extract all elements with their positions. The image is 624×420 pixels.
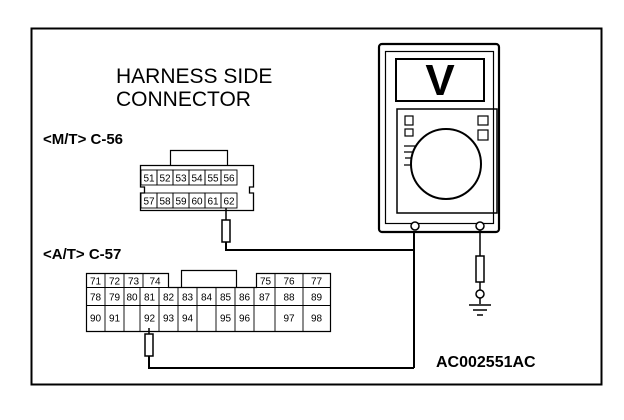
connector-at-label: <A/T> C-57 bbox=[43, 246, 121, 263]
meter-indicator bbox=[404, 128, 414, 137]
pin-cell bbox=[220, 169, 238, 186]
probe-at bbox=[144, 328, 414, 369]
pin-94: 94 bbox=[182, 314, 194, 325]
pin-74: 74 bbox=[149, 277, 161, 288]
multimeter: V bbox=[377, 42, 501, 234]
pin-53: 53 bbox=[175, 174, 187, 185]
meter-button bbox=[477, 129, 489, 141]
meter-terminal-v bbox=[475, 221, 485, 231]
connector-mt: 51 52 53 54 55 56 57 58 59 60 61 62 bbox=[139, 149, 255, 212]
diagram-frame bbox=[30, 27, 603, 386]
pin-72: 72 bbox=[109, 277, 121, 288]
pin-54: 54 bbox=[191, 174, 203, 185]
pin-52: 52 bbox=[159, 174, 171, 185]
pin-71: 71 bbox=[90, 277, 102, 288]
pin-90: 90 bbox=[90, 314, 102, 325]
pin-cell bbox=[220, 192, 238, 209]
pin-97: 97 bbox=[283, 314, 295, 325]
pin-91: 91 bbox=[109, 314, 121, 325]
pin-82: 82 bbox=[163, 293, 175, 304]
connector-mt-label: <M/T> C-56 bbox=[43, 131, 123, 148]
connector-at: 71 72 73 74 75 76 77 78 79 80 81 82 83 8… bbox=[85, 269, 332, 333]
pin-85: 85 bbox=[220, 293, 232, 304]
header-line-2: CONNECTOR bbox=[116, 88, 251, 111]
meter-mode-symbol: V bbox=[425, 56, 455, 105]
pin-92: 92 bbox=[144, 314, 156, 325]
header-line-1: HARNESS SIDE bbox=[116, 65, 272, 88]
pin-57: 57 bbox=[143, 197, 155, 208]
pin-60: 60 bbox=[191, 197, 203, 208]
pin-51: 51 bbox=[143, 174, 155, 185]
pin-77: 77 bbox=[311, 277, 323, 288]
meter-display bbox=[395, 58, 485, 102]
probe-ground bbox=[475, 230, 485, 304]
pin-98: 98 bbox=[311, 314, 323, 325]
pin-80: 80 bbox=[126, 293, 138, 304]
pin-58: 58 bbox=[159, 197, 171, 208]
probe-mt bbox=[221, 208, 414, 251]
pin-62: 62 bbox=[223, 197, 235, 208]
pin-96: 96 bbox=[239, 314, 251, 325]
pin-84: 84 bbox=[201, 293, 213, 304]
pin-83: 83 bbox=[182, 293, 194, 304]
pin-76: 76 bbox=[283, 277, 295, 288]
meter-terminal-com bbox=[410, 221, 420, 231]
ground-icon bbox=[469, 304, 491, 316]
pin-86: 86 bbox=[239, 293, 251, 304]
pin-59: 59 bbox=[175, 197, 187, 208]
pin-89: 89 bbox=[311, 293, 323, 304]
pin-88: 88 bbox=[283, 293, 295, 304]
pin-93: 93 bbox=[163, 314, 175, 325]
meter-selector-dial bbox=[410, 128, 482, 200]
pin-78: 78 bbox=[90, 293, 102, 304]
pin-61: 61 bbox=[207, 197, 219, 208]
pin-87: 87 bbox=[259, 293, 271, 304]
figure-code: AC002551AC bbox=[436, 354, 536, 371]
pin-79: 79 bbox=[109, 293, 121, 304]
pin-81: 81 bbox=[144, 293, 156, 304]
pin-73: 73 bbox=[128, 277, 140, 288]
pin-95: 95 bbox=[220, 314, 232, 325]
meter-button bbox=[477, 115, 489, 126]
pin-56: 56 bbox=[223, 174, 235, 185]
meter-indicator bbox=[404, 115, 414, 126]
pin-75: 75 bbox=[260, 277, 272, 288]
pin-55: 55 bbox=[207, 174, 219, 185]
